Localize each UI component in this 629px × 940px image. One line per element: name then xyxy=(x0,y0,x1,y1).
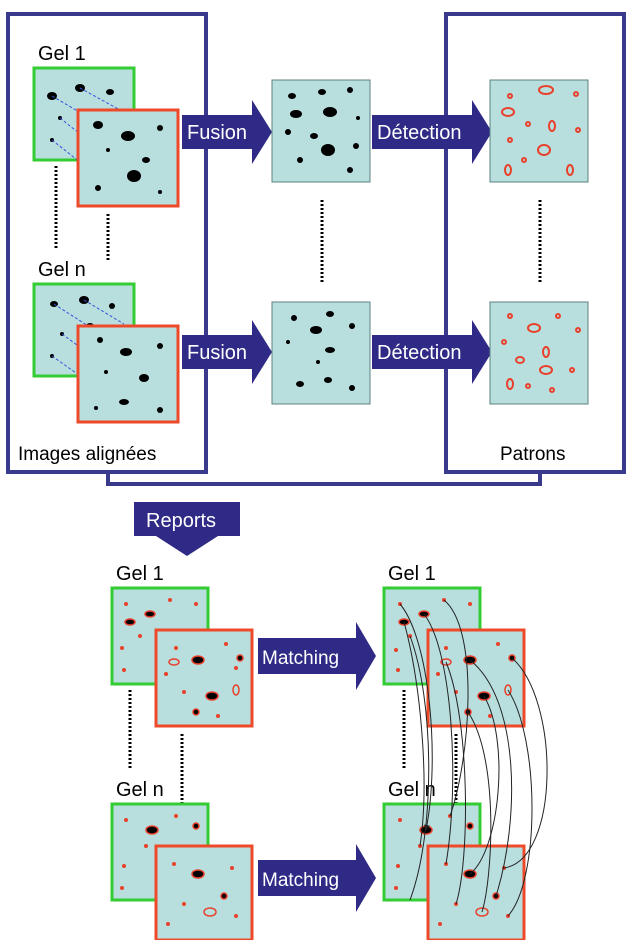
fusion-label-bottom: Fusion xyxy=(187,342,247,364)
gel1-red-panel xyxy=(76,108,180,208)
matching-label-bottom: Matching xyxy=(262,870,339,891)
detection-label-bottom: Détection xyxy=(377,342,462,364)
fusion-arrow-bottom: Fusion xyxy=(182,320,272,384)
pattern-spots-top xyxy=(501,85,581,176)
reports-label: Reports xyxy=(146,510,216,532)
geln-red-panel xyxy=(76,324,180,424)
detection-arrow-top: Détection xyxy=(372,100,492,164)
aligned-images-label: Images alignées xyxy=(18,444,156,465)
matching-links xyxy=(399,599,548,917)
matching-arrow-top: Matching xyxy=(258,622,376,690)
geln-label-top: Gel n xyxy=(38,259,86,281)
report-geln-green-spots xyxy=(120,814,200,890)
reports-arrow: Reports xyxy=(134,502,240,556)
detection-arrow-bottom: Détection xyxy=(372,320,492,384)
report-gel1-red-spots xyxy=(164,642,244,718)
matching-arrow-bottom: Matching xyxy=(258,844,376,912)
patterns-label: Patrons xyxy=(500,444,565,465)
fused-spots-top xyxy=(285,87,360,173)
frames-bracket xyxy=(106,472,542,486)
matched-geln-red-panel xyxy=(426,844,526,940)
patterns-frame xyxy=(444,12,626,474)
report-geln-red-panel xyxy=(154,844,254,940)
report-gel1-red-panel xyxy=(154,628,254,728)
right-arrow-icon xyxy=(182,100,272,164)
gel1-label-top: Gel 1 xyxy=(38,43,86,65)
gel1-label-bottom-right: Gel 1 xyxy=(388,563,436,585)
right-arrow-icon xyxy=(258,844,376,912)
fused-panel-bottom xyxy=(271,301,371,405)
report-gel1-green-spots xyxy=(120,598,198,672)
gel1-red-spots xyxy=(93,121,163,194)
fusion-label-top: Fusion xyxy=(187,122,247,144)
right-arrow-icon xyxy=(372,100,492,164)
matching-label-top: Matching xyxy=(262,648,339,669)
geln-red-spots xyxy=(94,337,163,413)
down-arrow-icon xyxy=(134,502,240,556)
right-arrow-icon xyxy=(182,320,272,384)
pattern-panel-bottom xyxy=(489,301,589,405)
detection-label-top: Détection xyxy=(377,122,462,144)
fusion-arrow-top: Fusion xyxy=(182,100,272,164)
fused-spots-bottom xyxy=(286,311,355,391)
right-arrow-icon xyxy=(258,622,376,690)
matched-gel1-red-panel xyxy=(426,628,526,728)
report-geln-red-spots xyxy=(166,862,238,926)
pattern-spots-bottom xyxy=(501,313,581,393)
right-arrow-icon xyxy=(372,320,492,384)
geln-label-bottom-left: Gel n xyxy=(116,779,164,801)
gel1-label-bottom-left: Gel 1 xyxy=(116,563,164,585)
